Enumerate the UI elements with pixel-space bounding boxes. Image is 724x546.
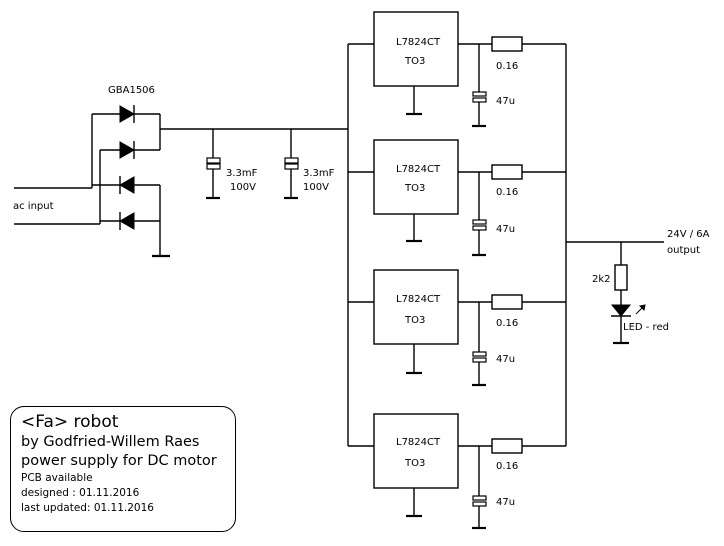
ac-input-label: ac input	[13, 201, 54, 212]
resistor-2	[491, 164, 523, 180]
designed-date: designed : 01.11.2016	[21, 487, 140, 499]
pcb-note: PCB available	[21, 472, 93, 484]
diode-4-icon	[118, 212, 135, 230]
led-label: LED - red	[623, 322, 669, 333]
resistor-2-value: 0.16	[496, 187, 518, 198]
regulator-4	[348, 413, 566, 530]
regulator-1	[348, 11, 566, 128]
led-indicator	[610, 242, 646, 345]
regulator-3	[348, 269, 566, 387]
diode-2-icon	[119, 141, 136, 159]
regulator-4-package: TO3	[404, 458, 425, 469]
filter-cap-2-voltage: 100V	[303, 182, 329, 193]
bridge-label: GBA1506	[108, 85, 155, 96]
resistor-1	[491, 36, 523, 52]
regulator-2-part: L7824CT	[396, 164, 441, 175]
filter-cap-2-value: 3.3mF	[303, 168, 335, 179]
regulator-1-part: L7824CT	[396, 37, 441, 48]
cap-4-value: 47u	[496, 497, 515, 508]
output-label: output	[667, 245, 700, 256]
regulator-2-package: TO3	[404, 183, 425, 194]
resistor-4	[491, 438, 523, 454]
resistor-1-value: 0.16	[496, 61, 518, 72]
filter-cap-1-value: 3.3mF	[226, 168, 258, 179]
regulator-3-package: TO3	[404, 315, 425, 326]
led-resistor	[614, 264, 628, 291]
regulator-1-package: TO3	[404, 56, 425, 67]
updated-date: last updated: 01.11.2016	[21, 502, 154, 514]
author-line: by Godfried-Willem Raes	[21, 434, 200, 450]
filter-capacitor-1	[206, 129, 221, 200]
resistor-4-value: 0.16	[496, 461, 518, 472]
regulator-4-part: L7824CT	[396, 437, 441, 448]
led-resistor-value: 2k2	[592, 274, 611, 285]
filter-capacitor-2	[284, 129, 299, 200]
bridge-rectifier	[91, 105, 170, 258]
filter-cap-1-voltage: 100V	[230, 182, 256, 193]
project-subtitle: power supply for DC motor	[21, 453, 217, 469]
diode-3-icon	[118, 176, 135, 194]
led-icon	[610, 304, 632, 317]
diode-1-icon	[119, 105, 136, 123]
regulator-2	[348, 139, 566, 257]
cap-2-value: 47u	[496, 224, 515, 235]
resistor-3	[491, 294, 523, 310]
output-voltage-label: 24V / 6A	[667, 229, 710, 240]
resistor-3-value: 0.16	[496, 318, 518, 329]
title-block: <Fa> robot by Godfried-Willem Raes power…	[10, 406, 236, 532]
regulator-3-part: L7824CT	[396, 294, 441, 305]
cap-1-value: 47u	[496, 96, 515, 107]
project-title: <Fa> robot	[21, 412, 119, 432]
cap-3-value: 47u	[496, 354, 515, 365]
light-arrow-icon	[638, 304, 646, 312]
